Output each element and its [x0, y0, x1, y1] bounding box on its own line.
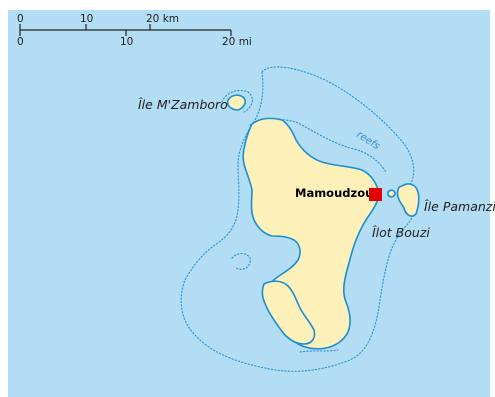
pamanzi-island [396, 183, 420, 217]
mzamboro-island [226, 94, 246, 111]
west-reef [231, 252, 251, 270]
mamoudzou-marker [369, 188, 382, 201]
south-reef [299, 349, 339, 353]
scale-mi-label-10: 10 [120, 36, 133, 48]
mzamboro-reef [221, 89, 253, 113]
southwest-lobe [261, 280, 316, 345]
mzamboro-label: Île M'Zamboro [138, 97, 228, 112]
inner-reef-north [249, 118, 387, 173]
scale-mi-label-20: 20 mi [222, 36, 252, 48]
scale-bar: 0 10 20 km 0 10 20 mi [17, 13, 252, 48]
mamoudzou-label: Mamoudzou [295, 186, 373, 200]
scale-km-label-20: 20 km [146, 13, 179, 25]
scale-km-label-0: 0 [17, 13, 24, 25]
outer-reef [180, 66, 417, 372]
small-islet [387, 189, 396, 198]
scale-km-label-10: 10 [80, 13, 93, 25]
pamanzi-label: Île Pamanzi [424, 199, 495, 214]
scale-mi-label-0: 0 [17, 36, 24, 48]
bouzi-label: Îlot Bouzi [372, 225, 430, 240]
